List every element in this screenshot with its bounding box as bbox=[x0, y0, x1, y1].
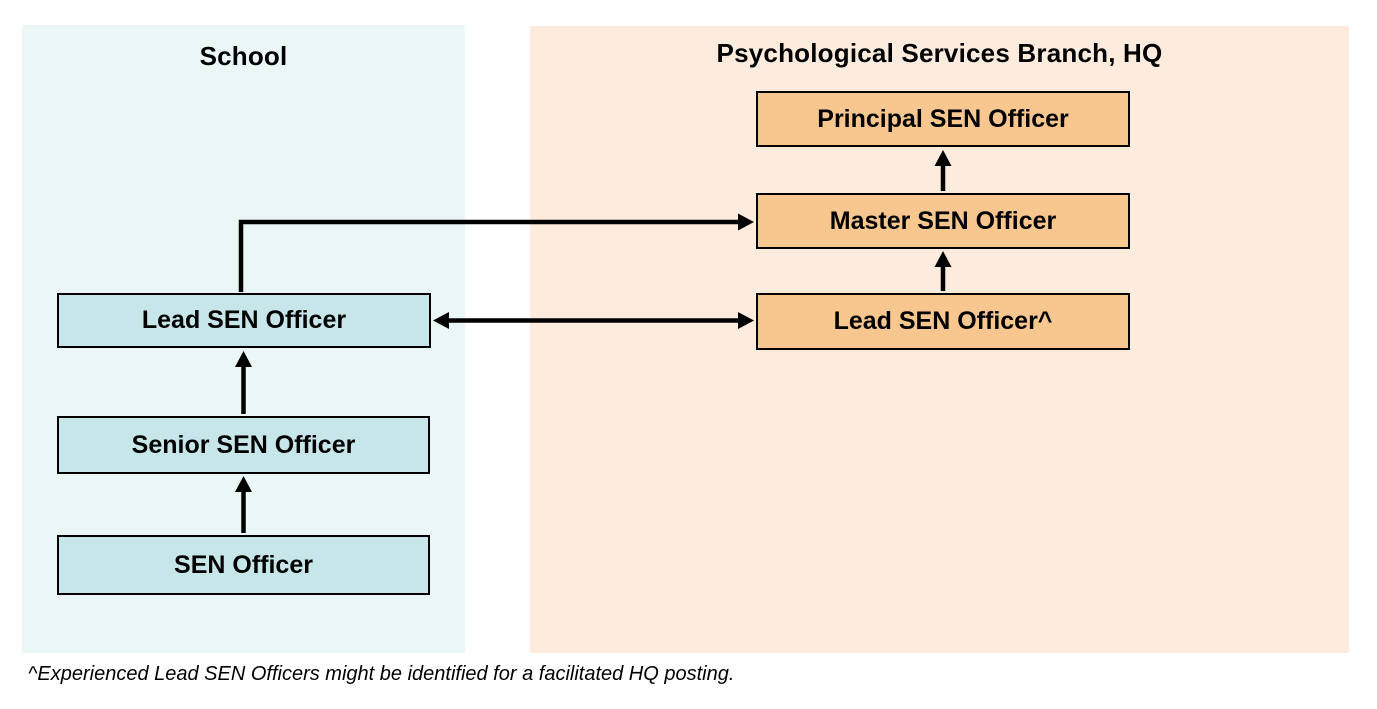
box-sen-officer: SEN Officer bbox=[57, 535, 430, 595]
box-lead-sen-officer-school: Lead SEN Officer bbox=[57, 293, 431, 348]
box-lead-sen-officer-hq: Lead SEN Officer^ bbox=[756, 293, 1130, 350]
box-master-sen-officer: Master SEN Officer bbox=[756, 193, 1130, 249]
school-panel-title: School bbox=[199, 41, 288, 71]
box-principal-sen-officer: Principal SEN Officer bbox=[756, 91, 1130, 147]
hq-panel: Psychological Services Branch, HQ Princi… bbox=[530, 26, 1349, 653]
school-panel: School Lead SEN Officer Senior SEN Offic… bbox=[22, 25, 465, 653]
box-senior-sen-officer: Senior SEN Officer bbox=[57, 416, 430, 474]
hq-panel-title: Psychological Services Branch, HQ bbox=[716, 38, 1163, 68]
footnote: ^Experienced Lead SEN Officers might be … bbox=[28, 663, 735, 685]
